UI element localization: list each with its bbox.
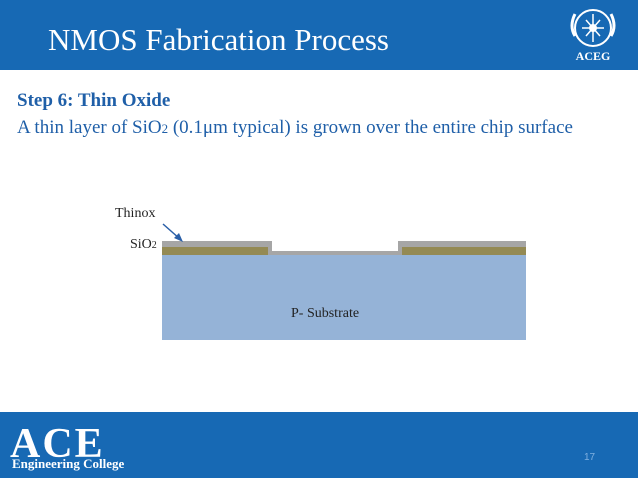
slide-title: NMOS Fabrication Process bbox=[48, 22, 389, 57]
field-oxide-right bbox=[402, 247, 526, 255]
step-title: Step 6: Thin Oxide bbox=[17, 90, 171, 111]
sio-text: SiO bbox=[130, 237, 152, 252]
logo-text: ACEG bbox=[575, 49, 611, 63]
footer-bar: ACE Engineering College bbox=[0, 412, 638, 478]
thin-oxide-channel bbox=[272, 251, 398, 255]
arrow-head-icon bbox=[174, 233, 183, 242]
thin-oxide-left-top bbox=[162, 241, 272, 247]
thin-oxide-right-top bbox=[398, 241, 526, 247]
desc-subscript: 2 bbox=[161, 121, 169, 136]
desc-text-1: A thin layer of SiO bbox=[17, 117, 162, 138]
page-number: 17 bbox=[584, 452, 596, 463]
step-description: A thin layer of SiO2 (0.1μm typical) is … bbox=[17, 114, 617, 143]
substrate-label: P- Substrate bbox=[291, 306, 360, 321]
footer-brand: ACE bbox=[10, 421, 105, 467]
footer-brand-sub: Engineering College bbox=[12, 456, 125, 471]
field-oxide-left bbox=[162, 247, 268, 255]
p-substrate bbox=[162, 252, 526, 340]
emblem-icon bbox=[570, 9, 616, 47]
college-logo: ACEG bbox=[560, 6, 626, 64]
sio2-label: SiO2 bbox=[130, 237, 157, 253]
sio-subscript: 2 bbox=[151, 240, 157, 251]
header-bar: NMOS Fabrication Process ACEG bbox=[0, 0, 638, 70]
thinox-label: Thinox bbox=[115, 206, 156, 221]
thin-oxide-left-wall bbox=[268, 247, 272, 255]
thin-oxide-right-wall bbox=[398, 247, 402, 255]
desc-text-2: (0.1μm typical) is grown over the entire… bbox=[168, 117, 573, 138]
